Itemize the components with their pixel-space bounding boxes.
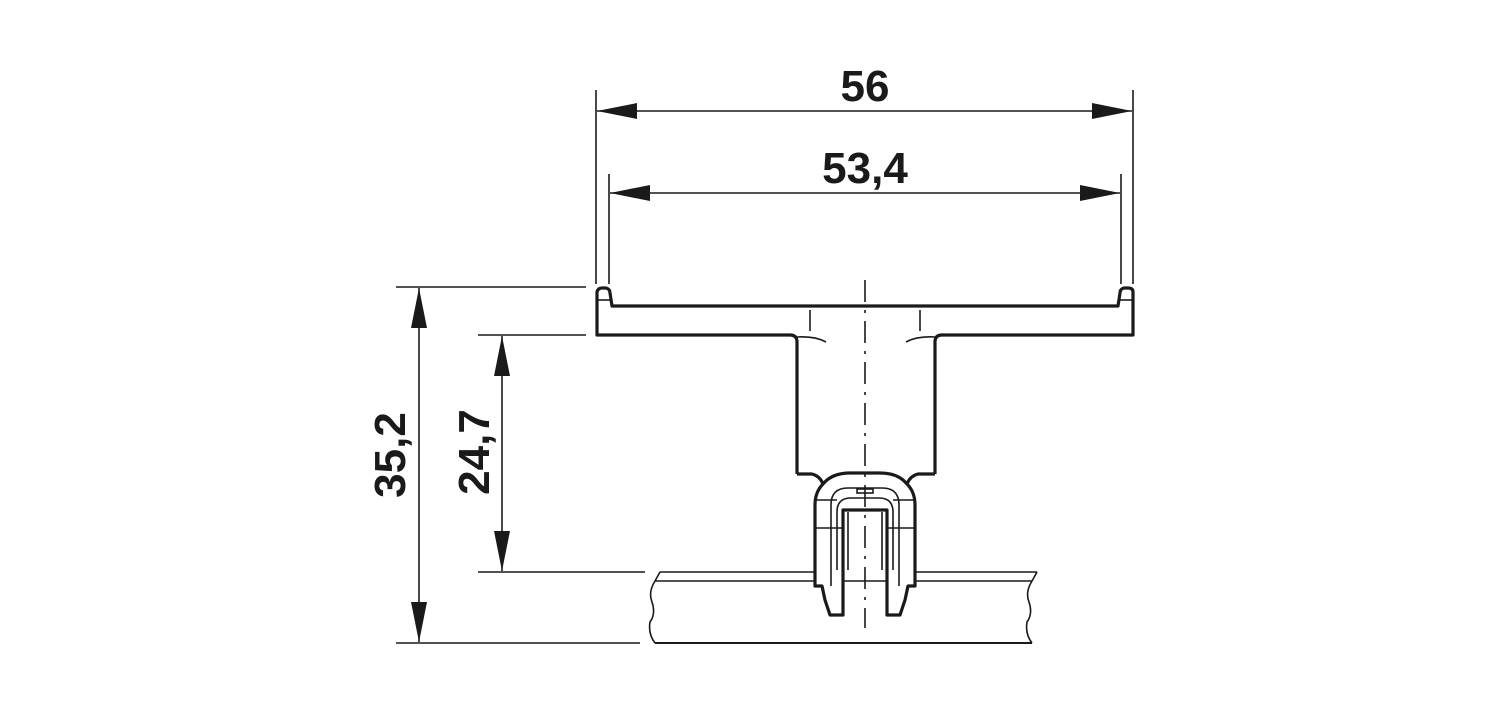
dimension-label-24-7: 24,7: [450, 409, 499, 495]
rail-clip: [797, 471, 935, 617]
dimension-35-2: 35,2: [366, 286, 640, 644]
mounting-rail: [648, 571, 1038, 644]
dimension-label-56: 56: [841, 62, 890, 111]
dimension-24-7: 24,7: [450, 334, 645, 573]
dimension-label-35-2: 35,2: [366, 412, 415, 498]
t-profile-part: [595, 286, 1135, 474]
dimension-56: 56: [595, 62, 1134, 284]
dimension-label-53-4: 53,4: [822, 144, 908, 193]
dimension-53-4: 53,4: [608, 144, 1122, 284]
